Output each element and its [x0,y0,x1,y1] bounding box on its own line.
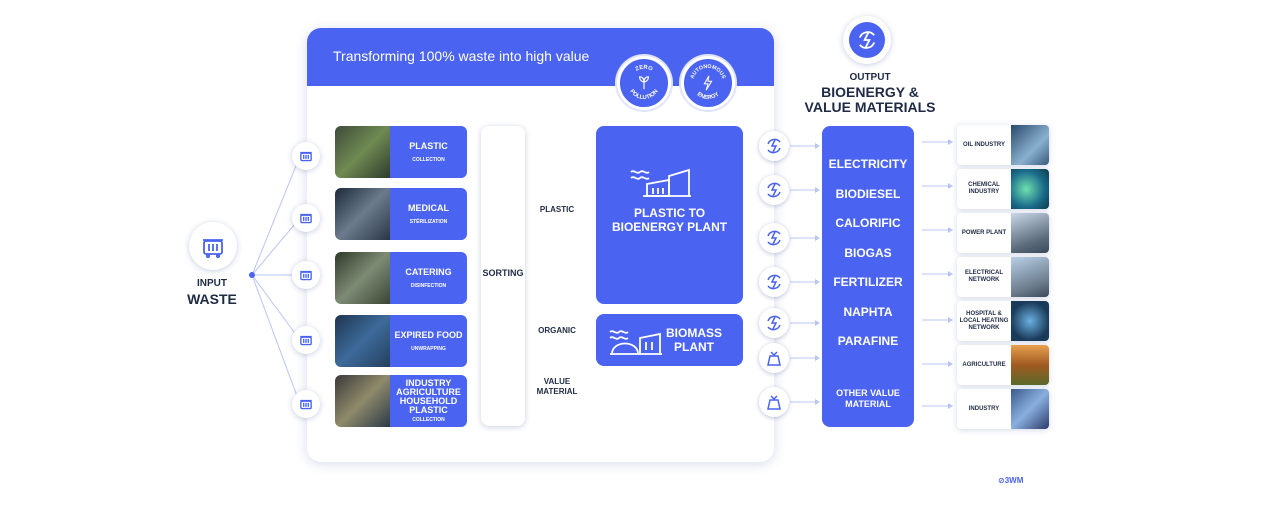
bag-icon [759,343,789,373]
badge-zero-top: ZERO [635,65,654,73]
category-medical: MEDICAL STÉRILIZATION [335,188,467,240]
destination-label: HOSPITAL & LOCAL HEATING NETWORK [959,310,1009,331]
bin-icon [292,390,320,418]
destination-chemical-industry: CHEMICAL INDUSTRY [957,169,1049,209]
category-title: EXPIRED FOOD [394,329,463,340]
output-label: OUTPUT [849,72,891,83]
category-title: CATERING [405,266,452,277]
energy-cycle-icon [858,31,876,49]
factory-icon [630,168,691,197]
output-item: BIODIESEL [835,187,901,201]
output-heading: BIOENERGY & VALUE MATERIALS [790,85,950,115]
destination-label: CHEMICAL INDUSTRY [968,182,1000,195]
category-sub: COLLECTION [412,417,445,423]
destination-label: OIL INDUSTRY [962,141,1005,148]
bin-icon [292,142,320,170]
sorting-box [481,126,525,426]
input-waste-circle [189,222,237,270]
category-industry: INDUSTRY AGRICULTURE HOUSEHOLD PLASTIC CO… [335,375,467,427]
autonomous-energy-badge: AUTONOMOUS ENERGY [681,56,735,110]
energy-icon [759,175,789,205]
input-label: INPUT [197,278,227,289]
energy-icon [759,223,789,253]
lightning-icon [703,75,713,91]
category-sub: UNWRAPPING [411,345,446,352]
plastic-photo [335,126,390,178]
zero-pollution-badge: ZERO POLLUTION [617,56,671,110]
industry-photo [335,375,390,427]
dumpster-icon [203,239,223,259]
bin-icon [292,261,320,289]
destination-agriculture: AGRICULTURE [957,345,1049,385]
destination-photo [1011,345,1049,385]
process-title: Transforming 100% waste into high value [333,48,590,64]
plastic-plant: PLASTIC TO BIOENERGY PLANT [596,126,743,304]
output-item: ELECTRICITY [828,157,908,171]
destination-industry: INDUSTRY [957,389,1049,429]
category-sub: COLLECTION [412,156,445,163]
category-sub: STÉRILIZATION [409,218,448,225]
category-expired-food: EXPIRED FOOD UNWRAPPING [335,315,467,367]
destination-photo [1011,213,1049,253]
destination-label: AGRICULTURE [962,361,1006,368]
output-item: BIOGAS [844,246,892,260]
energy-icon [759,308,789,338]
output-item: FERTILIZER [833,275,903,289]
destination-electrical-network: ELECTRICAL NETWORK [957,257,1049,297]
category-title: PLASTIC [409,140,448,151]
waste-label: WASTE [187,291,237,307]
destination-label: ELECTRICAL NETWORK [965,270,1003,283]
logo-text: 3WM [1004,476,1024,485]
biomass-plant-label: BIOMASS PLANT [666,326,723,354]
logo-icon: ⊘ [998,476,1005,485]
bin-icon [292,204,320,232]
destination-photo [1011,389,1049,429]
category-title: MEDICAL [408,202,449,213]
leaf-icon [638,76,650,90]
destination-hospital-heating: HOSPITAL & LOCAL HEATING NETWORK [957,301,1049,341]
output-item: NAPHTA [843,305,893,319]
bag-icon [759,387,789,417]
expired-food-photo [335,315,390,367]
badge-zero-bottom: POLLUTION [628,89,659,102]
output-heading-line1: BIOENERGY & [821,84,919,100]
destination-label: POWER PLANT [961,229,1007,236]
sorting-label: SORTING [482,268,524,278]
flow-label-organic: ORGANIC [538,326,576,335]
badge-autonomous-bottom: ENERGY [696,91,721,101]
brand-logo: ⊘3WM [998,476,1023,485]
destination-photo [1011,125,1049,165]
flow-label-plastic: PLASTIC [539,205,575,214]
svg-text:POLLUTION: POLLUTION [628,89,659,102]
catering-photo [335,252,390,304]
destination-photo [1011,301,1049,341]
category-title: INDUSTRY AGRICULTURE HOUSEHOLD PLASTIC [396,378,461,415]
greenhouse-icon [609,330,662,355]
svg-text:ZERO: ZERO [635,65,654,73]
plastic-plant-label: PLASTIC TO BIOENERGY PLANT [611,206,728,234]
flow-label-material: MATERIAL [536,387,578,396]
destination-label: INDUSTRY [968,405,1000,412]
biomass-plant: BIOMASS PLANT [596,314,743,366]
medical-photo [335,188,390,240]
flow-label-value: VALUE [543,377,571,386]
category-catering: CATERING DISINFECTION [335,252,467,304]
output-heading-line2: VALUE MATERIALS [804,99,936,115]
category-sub: DISINFECTION [410,282,447,289]
energy-icon [759,267,789,297]
category-plastic: PLASTIC COLLECTION [335,126,467,178]
destination-power-plant: POWER PLANT [957,213,1049,253]
output-energy-badge [843,16,891,64]
destination-photo [1011,257,1049,297]
output-other-material: OTHER VALUE MATERIAL [836,388,900,409]
output-box [822,126,914,427]
destination-oil-industry: OIL INDUSTRY [957,125,1049,165]
output-item: CALORIFIC [835,216,901,230]
output-item: PARAFINE [837,334,899,348]
svg-text:ENERGY: ENERGY [696,91,721,101]
bin-icon [292,326,320,354]
destination-photo [1011,169,1049,209]
energy-icon [759,131,789,161]
